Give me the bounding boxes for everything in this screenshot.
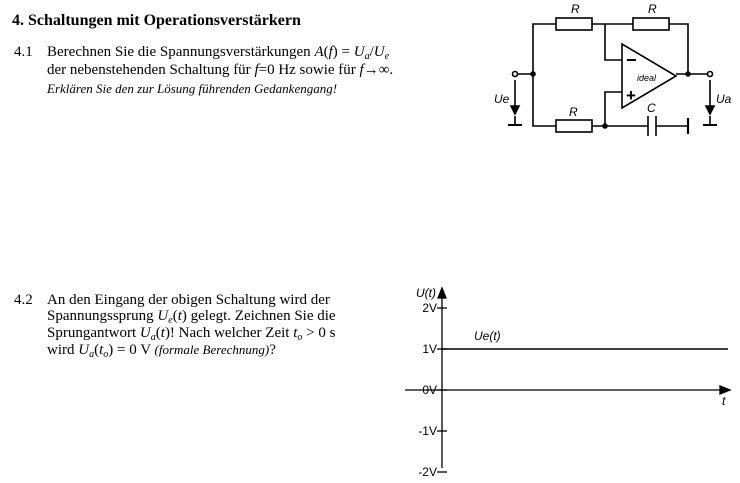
plot-series-label: Ue(t) <box>474 329 501 343</box>
task-4-2-line-4: wird Ua(to) = 0 V (formale Berechnung)? <box>47 342 276 360</box>
task-4-2-number: 4.2 <box>14 292 33 308</box>
input-voltage-arrow-head <box>509 105 521 116</box>
plot-y-label: U(t) <box>416 286 436 300</box>
plot-x-axis-arrow <box>719 385 732 395</box>
resistor-top-right <box>632 17 670 31</box>
task-4-2-line-2: Spannungssprung Ue(t) gelegt. Zeichnen S… <box>47 308 336 326</box>
resistor-top-left <box>555 17 593 31</box>
task-4-1-line-1: Berechnen Sie die Spannungsverstärkungen… <box>47 44 390 62</box>
circuit-diagram <box>508 17 717 136</box>
plot-tick-label: 0V <box>422 383 437 397</box>
plot-x-label: t <box>722 394 726 408</box>
task-4-1-number: 4.1 <box>14 44 33 60</box>
resistor-bottom <box>555 119 593 133</box>
node-noninverting <box>602 123 608 129</box>
task-4-2-line-1: An den Eingang der obigen Schaltung wird… <box>47 292 330 308</box>
wire-top-left <box>532 23 556 74</box>
plot-y-axis-arrow <box>437 286 447 299</box>
output-voltage-arrow-head <box>704 105 716 116</box>
task-4-1-line-2: der nebenstehenden Schaltung für f=0 Hz … <box>47 62 394 78</box>
plot-tick-label: 2V <box>422 301 437 315</box>
label-input-voltage: Ue <box>494 92 510 106</box>
wire-inverting-input <box>604 24 622 61</box>
label-r-top-right: R <box>648 2 657 16</box>
wire-feedback <box>669 23 689 74</box>
task-4-1-line-3: Erklären Sie den zur Lösung führenden Ge… <box>47 81 338 96</box>
label-output-voltage: Ua <box>716 92 732 106</box>
plot-tick-label: -2V <box>418 465 437 479</box>
label-opamp-ideal: ideal <box>637 73 657 83</box>
plot-tick-label: 1V <box>422 342 437 356</box>
wire-bottom-left <box>532 74 556 127</box>
opamp-triangle <box>621 42 678 110</box>
task-4-2-line-3: Sprungantwort Ua(t)! Nach welcher Zeit t… <box>47 325 336 343</box>
node-output <box>685 71 691 77</box>
label-capacitor: C <box>647 101 656 115</box>
plot-tick-label: -1V <box>418 424 437 438</box>
label-r-top-left: R <box>571 2 580 16</box>
plot-tick-labels: 2V 1V 0V -1V -2V <box>418 301 437 479</box>
section-title: 4. Schaltungen mit Operationsverstärkern <box>12 12 301 29</box>
output-terminal <box>706 70 714 78</box>
wire-noninverting-input <box>604 91 622 126</box>
label-opamp-plus: + <box>626 86 636 105</box>
step-plot <box>405 286 732 473</box>
input-terminal <box>511 70 519 78</box>
label-opamp-minus: − <box>626 50 637 70</box>
label-r-bottom: R <box>569 105 578 119</box>
